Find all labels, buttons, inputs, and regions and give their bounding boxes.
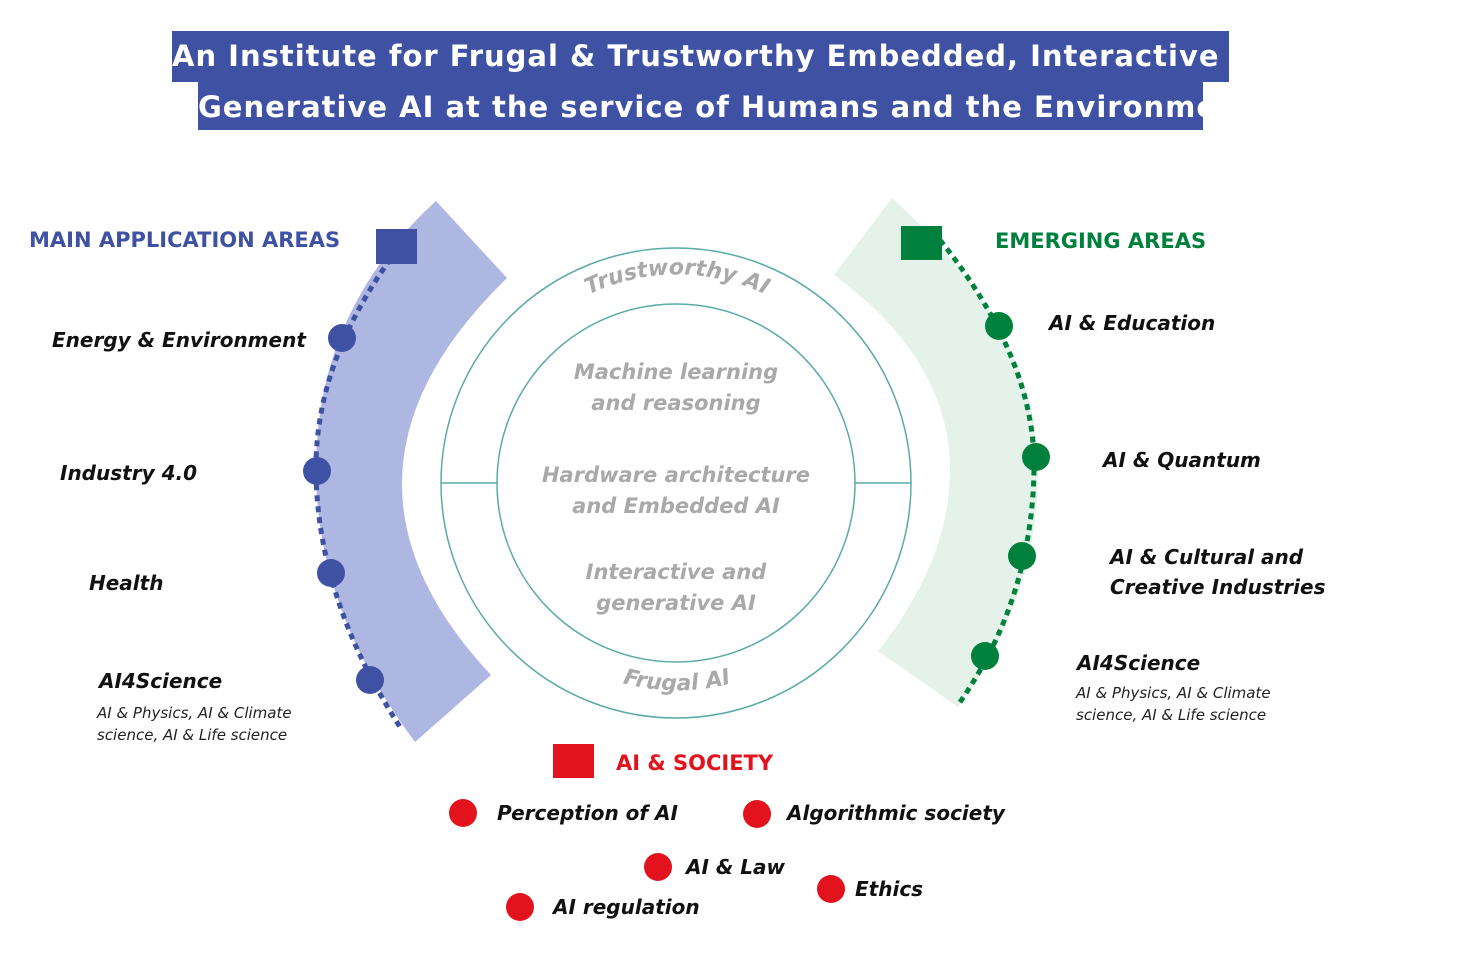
main-area-marker-ai4science <box>356 666 384 694</box>
main-areas-heading: MAIN APPLICATION AREAS <box>29 228 341 252</box>
core-pillar-interactive: Interactive and generative AI <box>585 560 767 615</box>
emerging-area-label-ai4science: AI4Science <box>1077 651 1201 675</box>
emerging-area-sub-ai4science: AI & Physics, AI & Climate science, AI &… <box>1076 684 1271 724</box>
society-marker-perception <box>449 799 477 827</box>
society-square-marker <box>553 744 594 778</box>
emerging-areas-square-marker <box>901 226 942 260</box>
main-area-marker-industry <box>303 457 331 485</box>
core-outer-bottom-label: Frugal AI <box>621 665 733 697</box>
title-line-1: An Institute for Frugal & Trustworthy Em… <box>172 31 1294 82</box>
emerging-area-label-quantum: AI & Quantum <box>1103 448 1261 472</box>
main-areas-square-marker <box>376 229 417 264</box>
core-pillar-ml: Machine learning and reasoning <box>573 360 779 415</box>
society-label-algorithmic: Algorithmic society <box>787 801 1005 825</box>
main-area-label-ai4science: AI4Science <box>99 669 223 693</box>
title-line-2: Generative AI at the service of Humans a… <box>198 82 1253 130</box>
main-area-marker-energy <box>328 324 356 352</box>
core-outer-top-label: Trustworthy AI <box>581 255 773 300</box>
society-marker-ethics <box>817 875 845 903</box>
society-label-law: AI & Law <box>686 855 786 879</box>
emerging-areas-band <box>834 198 1038 707</box>
society-marker-regulation <box>506 893 534 921</box>
emerging-area-marker-education <box>985 312 1013 340</box>
emerging-area-marker-quantum <box>1022 443 1050 471</box>
society-label-ethics: Ethics <box>855 877 924 901</box>
emerging-area-label-education: AI & Education <box>1049 311 1216 335</box>
main-area-label-industry: Industry 4.0 <box>60 461 197 485</box>
emerging-areas-heading: EMERGING AREAS <box>995 229 1207 253</box>
main-area-marker-health <box>317 559 345 587</box>
main-area-sub-ai4science: AI & Physics, AI & Climate science, AI &… <box>97 704 292 744</box>
society-marker-algorithmic <box>743 800 771 828</box>
society-label-perception: Perception of AI <box>497 801 678 825</box>
main-areas-band <box>316 201 507 742</box>
core-pillar-hardware: Hardware architecture and Embedded AI <box>541 463 811 518</box>
emerging-area-marker-cultural <box>1008 542 1036 570</box>
society-label-regulation: AI regulation <box>553 895 700 919</box>
main-area-label-energy: Energy & Environment <box>52 328 306 352</box>
society-marker-law <box>644 853 672 881</box>
emerging-area-label-cultural: AI & Cultural and Creative Industries <box>1110 545 1326 599</box>
emerging-area-marker-ai4science <box>971 642 999 670</box>
society-heading: AI & SOCIETY <box>616 751 774 775</box>
main-area-label-health: Health <box>89 571 164 595</box>
